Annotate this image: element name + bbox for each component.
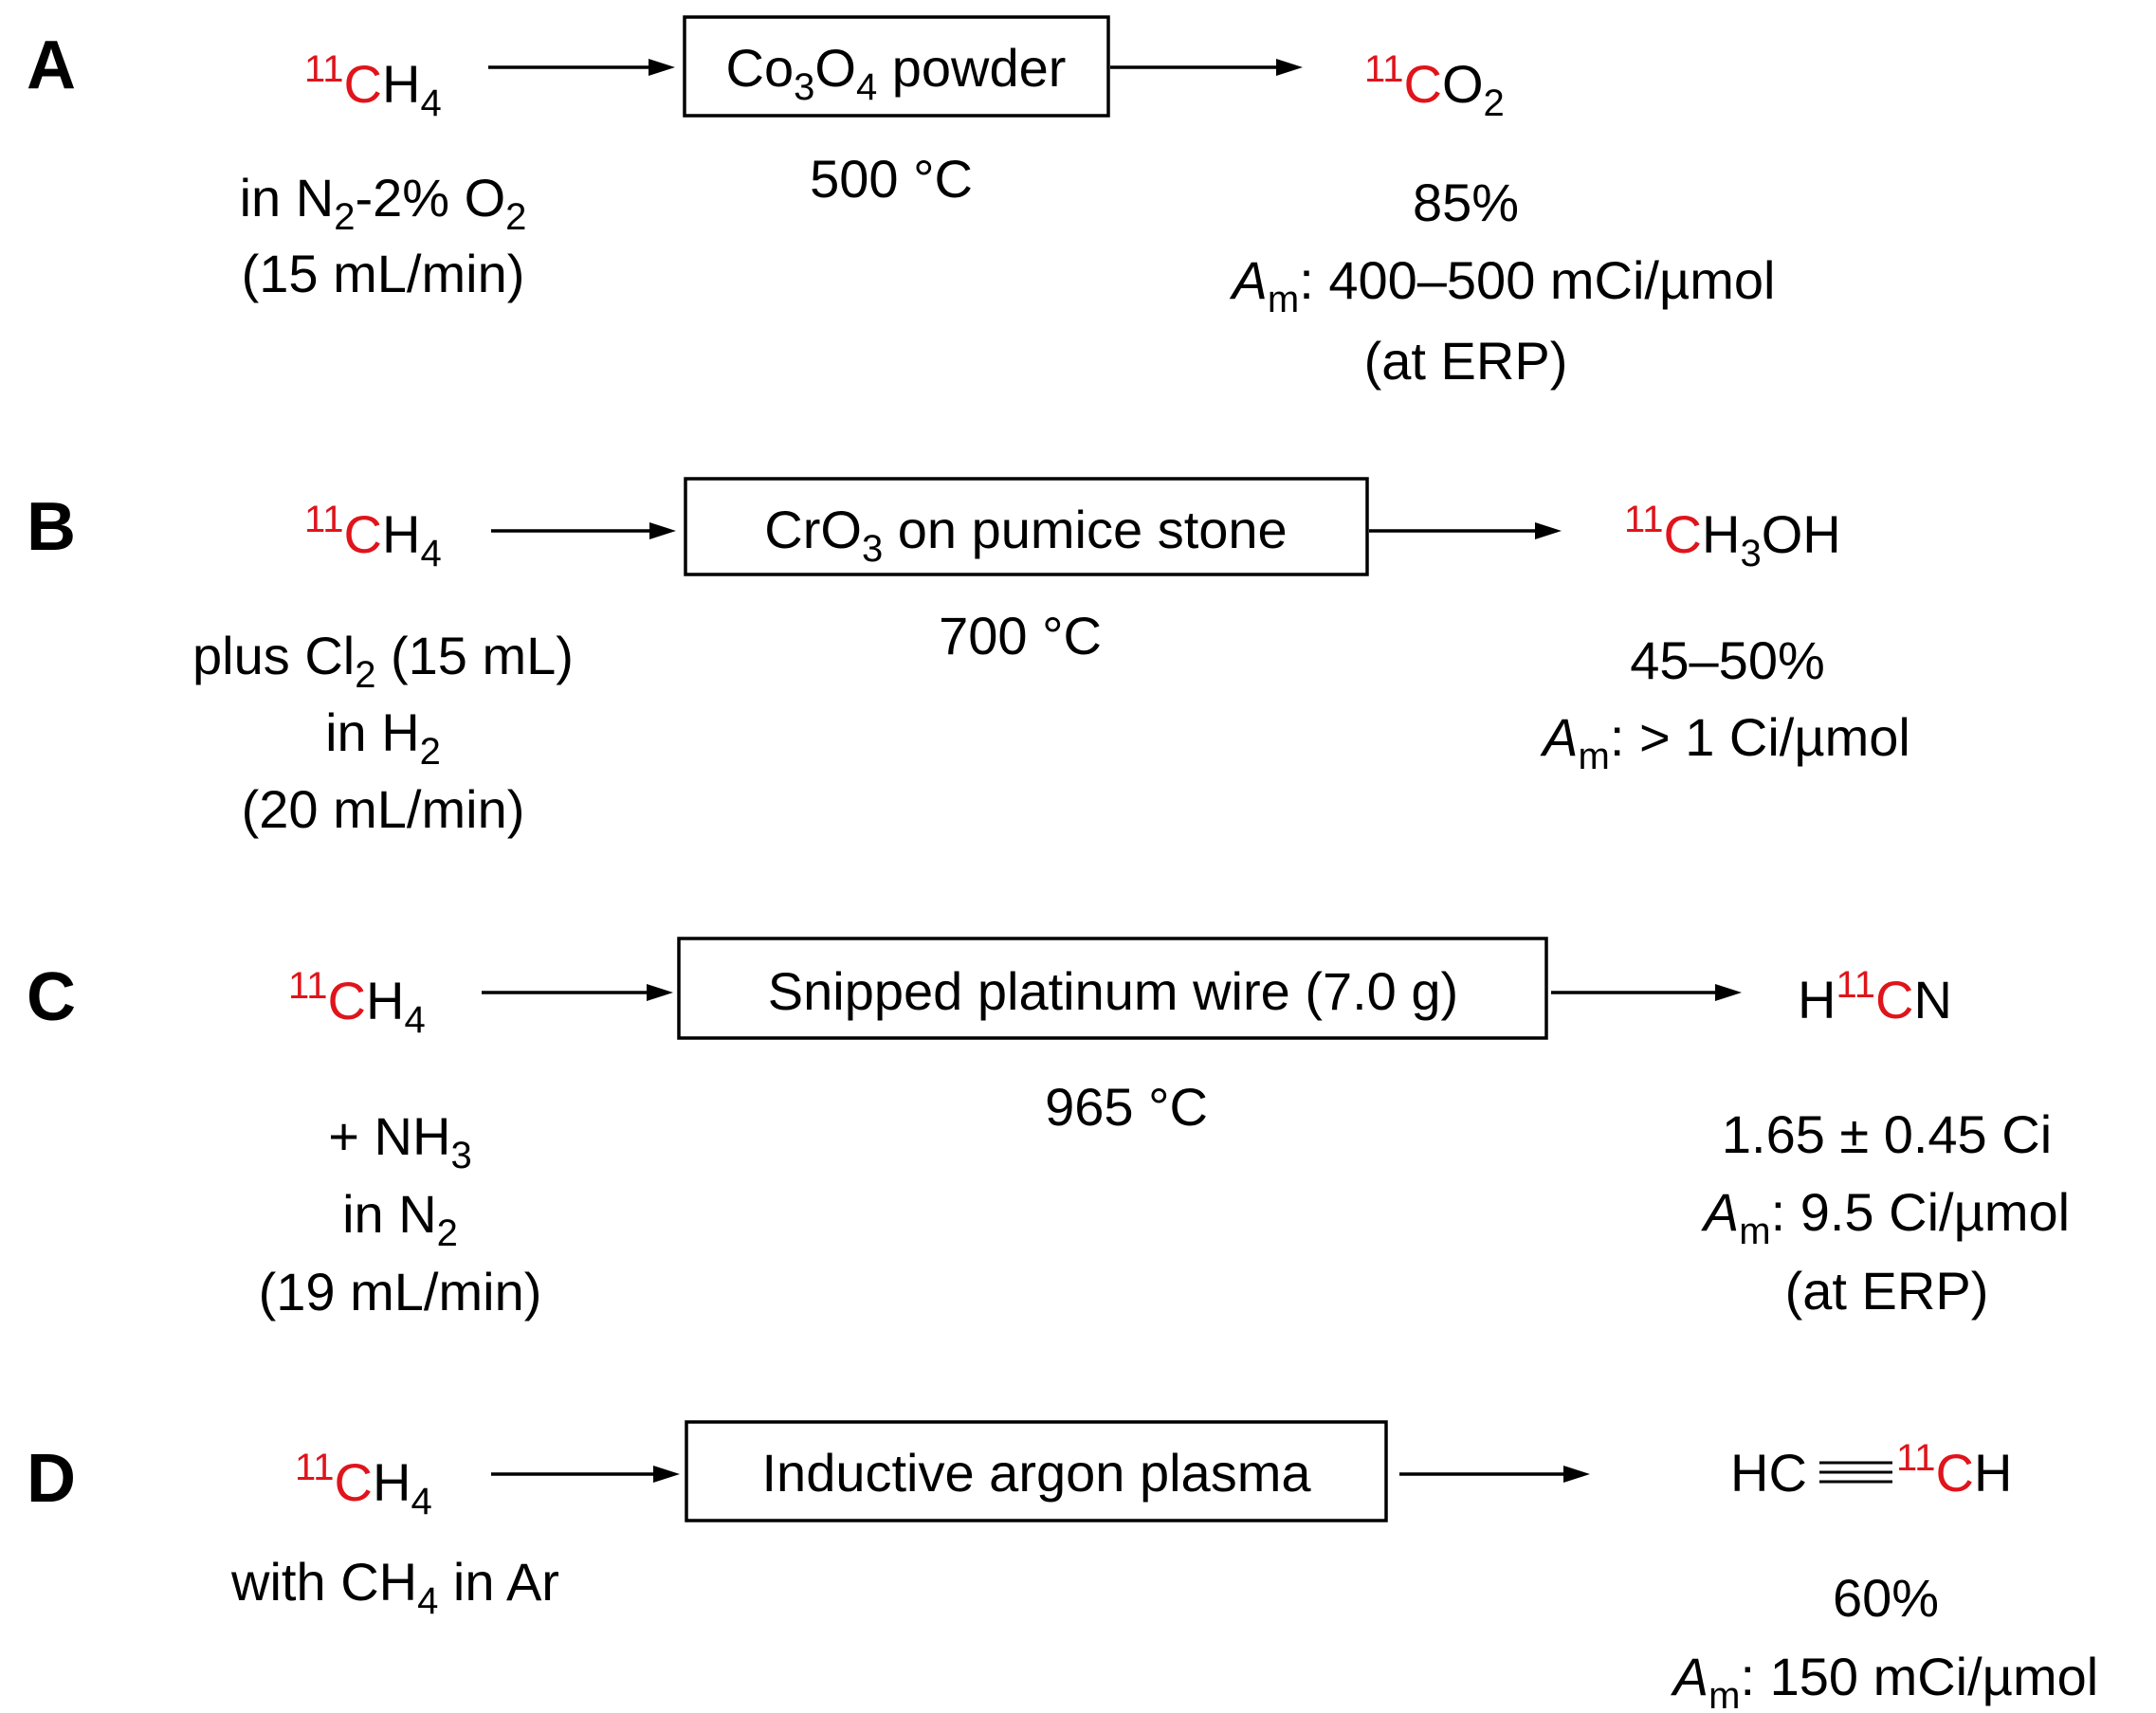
- arrowhead-b-2: [1535, 522, 1562, 539]
- temperature-b: 700 °C: [939, 606, 1102, 665]
- panel-c: C 11CH4 + NH3 in N2 (19 mL/min) Snipped …: [27, 937, 2070, 1321]
- conditions-line-1-c: + NH3: [328, 1106, 471, 1176]
- temperature-c: 965 °C: [1045, 1077, 1208, 1137]
- conditions-line-3-c: (19 mL/min): [259, 1262, 542, 1321]
- erp-note-a: (at ERP): [1364, 331, 1568, 391]
- product-co2-a: 11CO2: [1364, 48, 1505, 124]
- erp-note-c: (at ERP): [1785, 1261, 1989, 1321]
- panel-a: A 11CH4 in N2-2% O2 (15 mL/min) Co3O4 po…: [27, 15, 1776, 391]
- reactant-methane-c: 11CH4: [288, 965, 426, 1041]
- arrowhead-a-2: [1276, 59, 1303, 76]
- reagent-label-c: Snipped platinum wire (7.0 g): [768, 961, 1458, 1021]
- arrowhead-b-1: [649, 522, 676, 539]
- reagent-box-c: [677, 937, 1548, 1040]
- reagent-box-a: [683, 15, 1110, 118]
- reagent-label-a: Co3O4 powder: [726, 38, 1067, 108]
- arrowhead-d-1: [653, 1466, 680, 1483]
- reagent-box-b: [684, 477, 1369, 576]
- arrowhead-c-1: [647, 984, 673, 1001]
- panel-letter-b: B: [27, 489, 76, 565]
- molar-activity-c: Am: 9.5 Ci/µmol: [1701, 1182, 2070, 1252]
- yield-d: 60%: [1833, 1568, 1939, 1628]
- panel-d: D 11CH4 with CH4 in Ar Inductive argon p…: [27, 1420, 2098, 1713]
- conditions-line-3-b: (20 mL/min): [242, 779, 525, 839]
- arrowhead-d-2: [1563, 1466, 1590, 1483]
- arrowhead-c-2: [1715, 984, 1742, 1001]
- conditions-line-1-a: in N2-2% O2: [240, 168, 527, 238]
- conditions-line-1-d: with CH4 in Ar: [230, 1552, 559, 1622]
- product-hcn-c: H11CN: [1798, 964, 1952, 1030]
- conditions-line-2-b: in H2: [325, 702, 441, 773]
- triple-bond-d: [1819, 1461, 1892, 1484]
- yield-c: 1.65 ± 0.45 Ci: [1722, 1104, 2052, 1164]
- reagent-label-d: Inductive argon plasma: [761, 1443, 1311, 1503]
- reagent-label-b: CrO3 on pumice stone: [764, 500, 1287, 570]
- product-acetylene-left-d: HC: [1730, 1443, 1807, 1503]
- molar-activity-b: Am: > 1 Ci/µmol: [1540, 707, 1910, 777]
- molar-activity-a: Am: 400–500 mCi/µmol: [1230, 250, 1776, 320]
- reactant-methane-b: 11CH4: [304, 499, 442, 574]
- conditions-line-2-a: (15 mL/min): [242, 244, 525, 303]
- reagent-box-d: [685, 1420, 1388, 1522]
- molar-activity-d: Am: 150 mCi/µmol: [1671, 1647, 2098, 1713]
- yield-b: 45–50%: [1630, 630, 1825, 690]
- conditions-line-2-c: in N2: [342, 1184, 458, 1254]
- panel-letter-c: C: [27, 959, 76, 1035]
- temperature-a: 500 °C: [810, 149, 973, 209]
- product-methanol-b: 11CH3OH: [1624, 499, 1841, 574]
- panel-letter-d: D: [27, 1441, 76, 1517]
- conditions-line-1-b: plus Cl2 (15 mL): [192, 626, 574, 696]
- reactant-methane-a: 11CH4: [304, 48, 442, 124]
- yield-a: 85%: [1413, 173, 1519, 232]
- panel-letter-a: A: [27, 27, 76, 103]
- panel-b: B 11CH4 plus Cl2 (15 mL) in H2 (20 mL/mi…: [27, 477, 1910, 839]
- arrowhead-a-1: [649, 59, 675, 76]
- product-acetylene-right-d: 11CH: [1896, 1437, 2012, 1503]
- reactant-methane-d: 11CH4: [295, 1447, 432, 1522]
